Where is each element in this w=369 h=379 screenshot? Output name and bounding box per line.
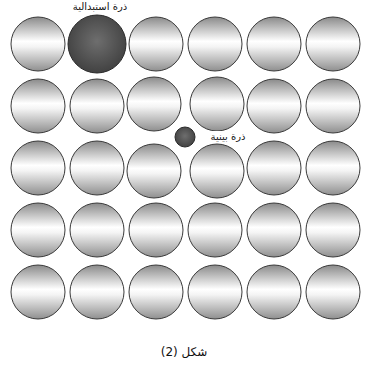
host-atom bbox=[190, 144, 244, 198]
host-atom bbox=[188, 203, 242, 257]
host-atom bbox=[247, 265, 301, 319]
host-atom bbox=[306, 203, 360, 257]
host-atom bbox=[11, 203, 65, 257]
host-atom bbox=[11, 17, 65, 71]
host-atom bbox=[127, 144, 181, 198]
host-atom bbox=[190, 77, 244, 131]
host-atom bbox=[129, 17, 183, 71]
host-atom bbox=[11, 265, 65, 319]
host-atom bbox=[306, 265, 360, 319]
host-atom bbox=[129, 203, 183, 257]
host-atom bbox=[70, 141, 124, 195]
host-atom bbox=[247, 141, 301, 195]
host-atom bbox=[306, 141, 360, 195]
substitutional-atom bbox=[68, 15, 126, 73]
figure-caption: شكل (2) bbox=[159, 345, 210, 359]
host-atom bbox=[11, 79, 65, 133]
host-atom bbox=[129, 265, 183, 319]
host-atom bbox=[247, 79, 301, 133]
interstitial-atom bbox=[175, 127, 195, 147]
host-atom bbox=[306, 17, 360, 71]
host-atom bbox=[70, 203, 124, 257]
host-atom bbox=[306, 79, 360, 133]
host-atom bbox=[127, 77, 181, 131]
atom-label: ذرة بينية bbox=[209, 131, 248, 143]
host-atom bbox=[70, 79, 124, 133]
host-atom bbox=[70, 265, 124, 319]
host-atom bbox=[188, 17, 242, 71]
host-atom bbox=[11, 141, 65, 195]
atom-label: ذرة استبدالية bbox=[71, 1, 129, 13]
host-atom bbox=[247, 17, 301, 71]
host-atom bbox=[188, 265, 242, 319]
host-atom bbox=[247, 203, 301, 257]
